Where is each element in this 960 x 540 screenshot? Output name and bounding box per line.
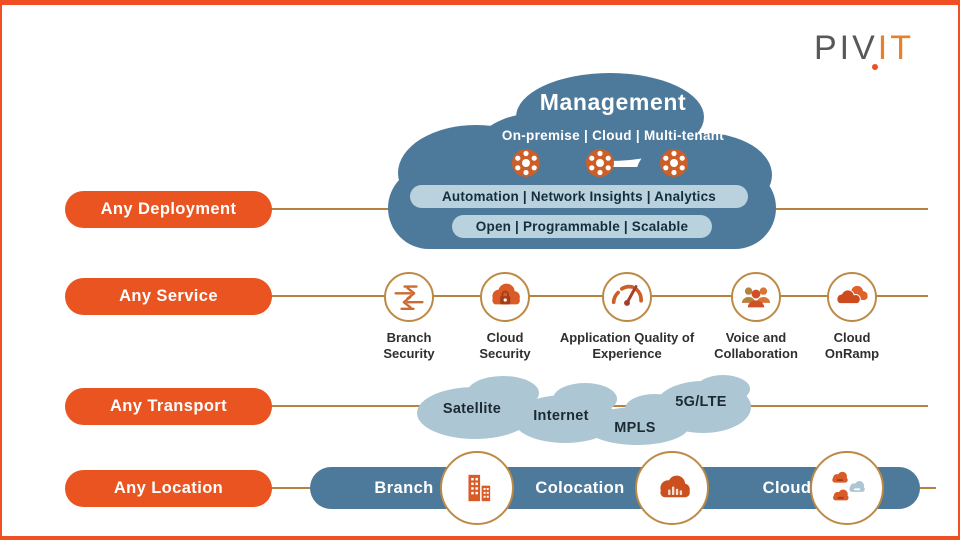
management-badge-automation: Automation | Network Insights | Analytic… xyxy=(410,185,748,208)
service-item: Application Quality of Experience xyxy=(552,272,702,363)
transport-label-internet: Internet xyxy=(533,408,589,424)
connector-line-location-left xyxy=(267,487,315,489)
service-item: Cloud Security xyxy=(430,272,580,363)
management-icons xyxy=(511,148,689,178)
management-badge-open: Open | Programmable | Scalable xyxy=(452,215,712,238)
pill-any-service: Any Service xyxy=(65,278,272,315)
service-label: Application Quality of Experience xyxy=(559,330,695,362)
pill-any-deployment: Any Deployment xyxy=(65,191,272,228)
logo-dot-icon xyxy=(871,64,878,70)
connector-line-deployment-right xyxy=(772,208,928,210)
location-label-colocation: Colocation xyxy=(535,478,625,497)
service-label: Voice and Collaboration xyxy=(714,330,798,362)
cloud-onramp-icon xyxy=(836,285,868,305)
cluster-icon xyxy=(512,149,540,177)
transport-clouds: Satellite Internet MPLS 5G/LTE xyxy=(415,373,763,447)
service-item: Branch Security xyxy=(334,272,484,363)
connector-line-service xyxy=(267,295,928,297)
service-label: Cloud Security xyxy=(479,330,531,362)
building-icon xyxy=(468,474,491,502)
management-cloud: Management On-premise | Cloud | Multi-te… xyxy=(388,71,776,249)
pivit-logo: PIVIT xyxy=(813,29,914,70)
transport-label-5glte: 5G/LTE xyxy=(675,394,727,410)
service-item: Cloud OnRamp xyxy=(777,272,927,363)
service-label: Branch Security xyxy=(383,330,435,362)
transport-label-mpls: MPLS xyxy=(614,420,656,436)
pill-any-transport: Any Transport xyxy=(65,388,272,425)
pill-any-location: Any Location xyxy=(65,470,272,507)
logo-text-it: IT xyxy=(877,29,914,67)
cluster-icon xyxy=(586,149,614,177)
service-label: Cloud OnRamp xyxy=(824,330,880,362)
colocation-cloud-icon xyxy=(660,475,690,498)
connector-line-location-right xyxy=(918,487,936,489)
location-bar: Branch Colocation Cloud xyxy=(310,451,920,525)
logo-text-piv: PIV xyxy=(813,29,878,67)
cloud-security-icon xyxy=(492,283,520,305)
branch-security-icon xyxy=(394,285,424,311)
service-item: Voice and Collaboration xyxy=(681,272,831,363)
location-label-branch: Branch xyxy=(374,478,434,497)
management-subtitle: On-premise | Cloud | Multi-tenant xyxy=(501,128,725,143)
gauge-icon xyxy=(611,284,643,306)
people-icon xyxy=(741,287,771,308)
management-title: Management xyxy=(539,89,687,115)
multi-cloud-icon xyxy=(832,471,865,501)
cluster-icon xyxy=(660,149,688,177)
transport-clouds-shape xyxy=(417,375,751,445)
transport-label-satellite: Satellite xyxy=(442,401,502,417)
location-label-cloud: Cloud xyxy=(762,478,812,497)
connector-line-deployment-left xyxy=(267,208,392,210)
